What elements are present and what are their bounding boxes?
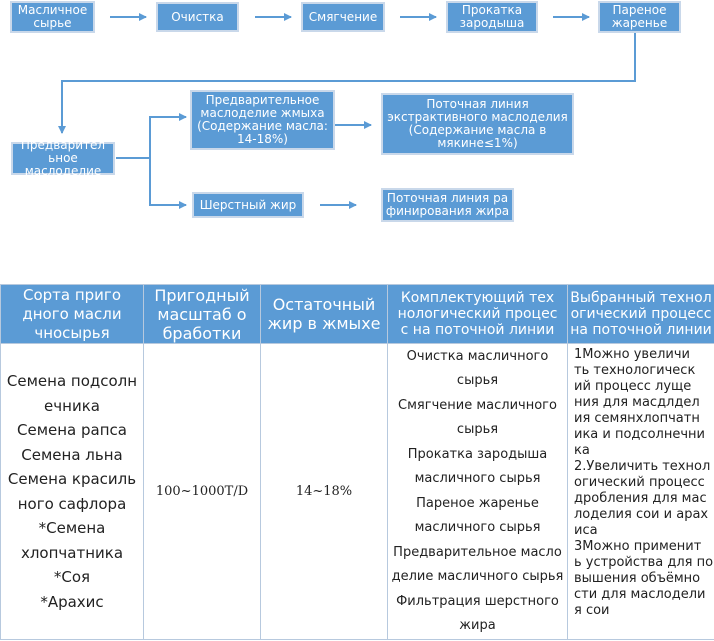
arrow-to-cake-prepress — [149, 113, 187, 158]
node-cake-prepress: Предварительное маслоделие жмыха (Содерж… — [190, 90, 335, 150]
cell-line-processes: Очистка масличного сырья Смягчение масли… — [387, 343, 568, 640]
header-residual-fat: Остаточный жир в жмыхе — [260, 284, 388, 344]
process-table: Сорта приго дного масли чносырья Пригодн… — [0, 284, 714, 640]
table-row: Семена подсолн ечника Семена рапса Семен… — [0, 343, 714, 640]
process-flow-diagram: Масличное сырье Очистка Смягчение Прокат… — [0, 0, 714, 230]
header-seed-types: Сорта приго дного масли чносырья — [0, 284, 144, 344]
node-prepress: Предварител ьное маслоделие — [11, 139, 115, 178]
header-scale: Пригодный масштаб о бработки — [143, 284, 261, 344]
table-header-row: Сорта приго дного масли чносырья Пригодн… — [0, 284, 714, 344]
flow-connectors — [58, 13, 636, 209]
node-oilseed: Масличное сырье — [10, 1, 95, 33]
node-softening: Смягчение — [301, 2, 385, 32]
cell-scale: 100~1000T/D — [143, 343, 261, 640]
arrow-to-crude-oil — [149, 158, 187, 209]
cell-selected-processes: 1Можно увеличи ть технологическ ий проце… — [567, 343, 714, 640]
cell-residual-fat: 14~18% — [260, 343, 388, 640]
cell-seed-types: Семена подсолн ечника Семена рапса Семен… — [0, 343, 144, 640]
node-cleaning: Очистка — [156, 2, 239, 32]
header-selected-processes: Выбранный технол огический процесс на по… — [567, 284, 714, 344]
node-crude-oil: Шерстный жир — [192, 192, 304, 218]
node-refining: Поточная линия ра финирования жира — [381, 188, 514, 222]
header-line-processes: Комплектующий тех нологический процес с … — [387, 284, 568, 344]
arrow-roasting-prepress — [58, 33, 636, 134]
node-extraction: Поточная линия экстрактивного маслоделия… — [381, 93, 574, 155]
node-roasting: Пареное жаренье — [598, 1, 681, 33]
node-flaking: Прокатка зародыша — [446, 1, 538, 33]
